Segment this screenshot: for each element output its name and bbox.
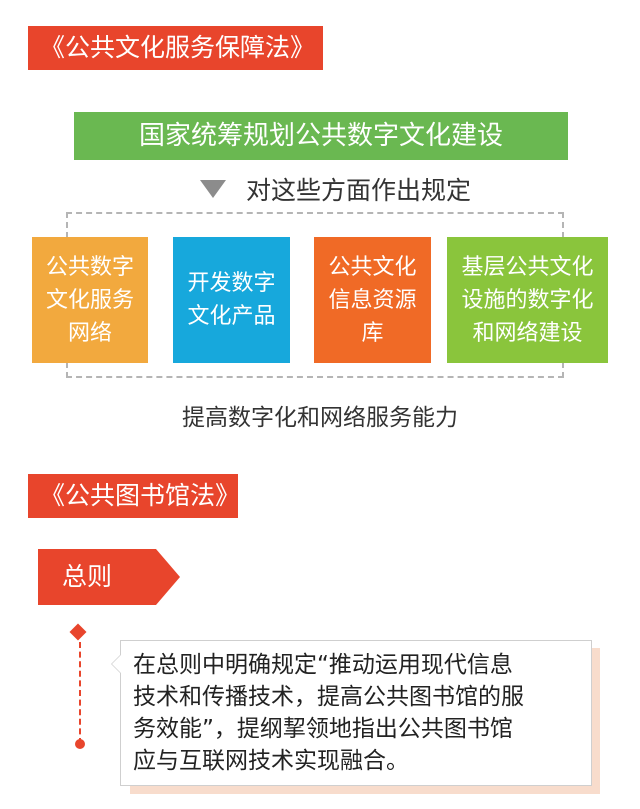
card-line: 公共文化 xyxy=(328,254,417,280)
callout-line: 技术和传播技术，提高公共图书馆的服 xyxy=(133,684,524,710)
card-line: 设施的数字化 xyxy=(461,287,594,313)
card-grassroots-facilities: 基层公共文化 设施的数字化 和网络建设 xyxy=(447,237,608,363)
card-line: 基层公共文化 xyxy=(461,254,594,280)
law-title-tag-1: 《公共文化服务保障法》 xyxy=(28,26,323,70)
callout-pointer-fill xyxy=(112,655,121,673)
callout-line: 务效能”，提纲挈领地指出公共图书馆 xyxy=(133,716,513,742)
diamond-icon xyxy=(69,623,87,641)
down-triangle-icon xyxy=(200,180,226,198)
summary-text: 提高数字化和网络服务能力 xyxy=(182,405,458,431)
card-line: 信息资源 xyxy=(328,287,417,313)
card-line: 和网络建设 xyxy=(472,320,583,346)
section-arrow-banner xyxy=(38,549,180,605)
card-line: 文化产品 xyxy=(187,304,276,329)
card-line: 文化服务 xyxy=(45,287,134,313)
callout-line: 在总则中明确规定“推动运用现代信息 xyxy=(133,652,513,678)
section-label: 总则 xyxy=(62,562,113,591)
planning-banner: 国家统筹规划公共数字文化建设 xyxy=(74,112,568,160)
card-line: 网络 xyxy=(67,320,112,346)
arrow-caption: 对这些方面作出规定 xyxy=(246,176,472,205)
callout-line: 应与互联网技术实现融合。 xyxy=(133,748,409,774)
card-line: 库 xyxy=(361,320,384,346)
card-line: 开发数字 xyxy=(187,271,276,296)
dot-icon xyxy=(75,739,85,749)
arrow-row: 对这些方面作出规定 xyxy=(200,172,471,206)
card-digital-products: 开发数字 文化产品 xyxy=(173,237,290,363)
card-info-resource-library: 公共文化 信息资源 库 xyxy=(314,237,431,363)
law-title-tag-2: 《公共图书馆法》 xyxy=(28,474,240,518)
timeline-line xyxy=(79,642,81,744)
card-line: 公共数字 xyxy=(45,254,134,280)
callout-box: 在总则中明确规定“推动运用现代信息 技术和传播技术，提高公共图书馆的服 务效能”… xyxy=(120,640,592,786)
card-digital-service-network: 公共数字 文化服务 网络 xyxy=(32,237,148,363)
